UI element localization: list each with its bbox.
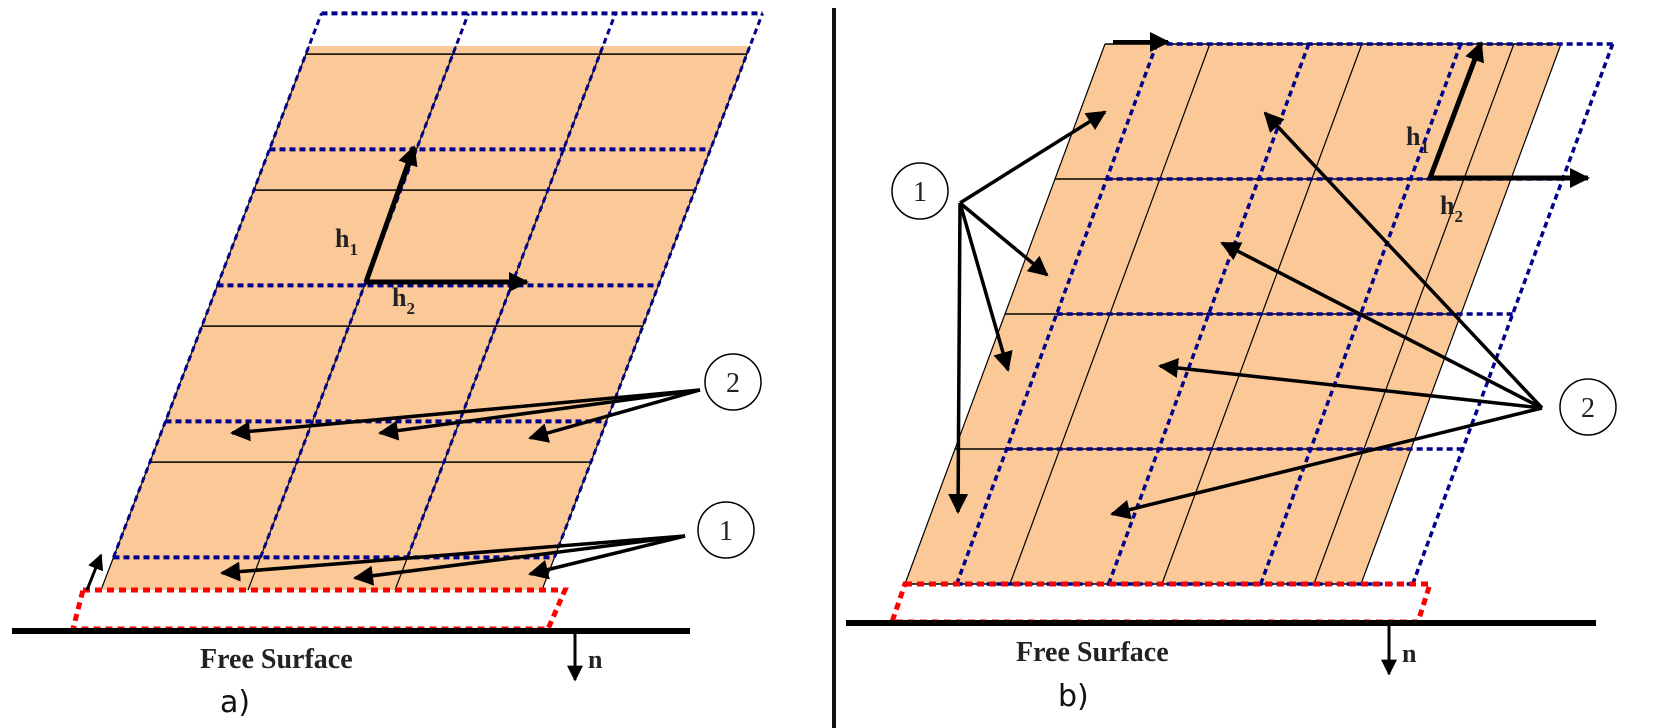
panel-a-callout-1-label: 1 <box>719 516 733 547</box>
panel-b-callout-1-circle <box>891 162 949 220</box>
panel-a-h1-arrow <box>363 145 418 283</box>
panel-a: n Free Surface a) h1 h2 2 1 <box>12 11 764 720</box>
panel-a-dashed-grid <box>112 11 764 560</box>
panel-b-dashed-col-line <box>955 43 1159 585</box>
panel-b-surface-label: Free Surface <box>1016 637 1169 668</box>
panel-a-normal-label: n <box>588 645 603 674</box>
panel-a-cell-fill <box>101 46 750 590</box>
panel-a-h2-label: h2 <box>392 283 415 318</box>
panel-b-h2-label: h2 <box>1440 191 1463 226</box>
panel-b-dashed-col-line <box>1411 43 1615 585</box>
panel-b-dashed-col-line <box>1259 43 1463 585</box>
panel-b-dashed-grid <box>955 42 1615 586</box>
panel-b-callout-2-label: 2 <box>1581 393 1595 424</box>
panel-a-boundary-band <box>69 587 569 632</box>
panel-a-dashed-col-line <box>112 12 323 558</box>
panel-a-callout-2-circle <box>704 353 762 411</box>
panel-b-h1-label: h1 <box>1406 122 1429 157</box>
panel-b-dashed-col-line <box>1107 43 1311 585</box>
panel-b-boundary-band <box>888 581 1434 625</box>
panel-a-corner-arrow <box>85 553 104 591</box>
panel-b-solid-col-line <box>1313 43 1515 585</box>
panel-b-callout-2-circle <box>1559 378 1617 436</box>
panel-b-h1-arrow <box>1427 41 1484 179</box>
panel-b-callout-2-arrows <box>1110 111 1544 520</box>
panel-b-callout-1-label: 1 <box>913 177 927 208</box>
panel-a-caption: a) <box>220 685 250 720</box>
panel-a-h1-label: h1 <box>335 224 358 259</box>
panel-a-callout-2-label: 2 <box>726 368 740 399</box>
panel-b-callout-1-arrows <box>948 110 1107 514</box>
panel-a-cells <box>101 46 750 590</box>
panel-a-dashed-col-line <box>259 12 470 558</box>
panel-b-normal-label: n <box>1402 639 1417 668</box>
panel-a-callout-1-circle <box>697 501 755 559</box>
panel-b: n Free Surface b) h1 h2 1 2 <box>846 32 1617 714</box>
panel-a-dashed-col-line <box>553 12 764 558</box>
panel-a-callout-2-arrows <box>230 388 701 443</box>
panel-a-surface-label: Free Surface <box>200 644 353 675</box>
panel-a-callout-1-arrows <box>220 534 686 586</box>
panel-b-caption: b) <box>1058 679 1089 714</box>
